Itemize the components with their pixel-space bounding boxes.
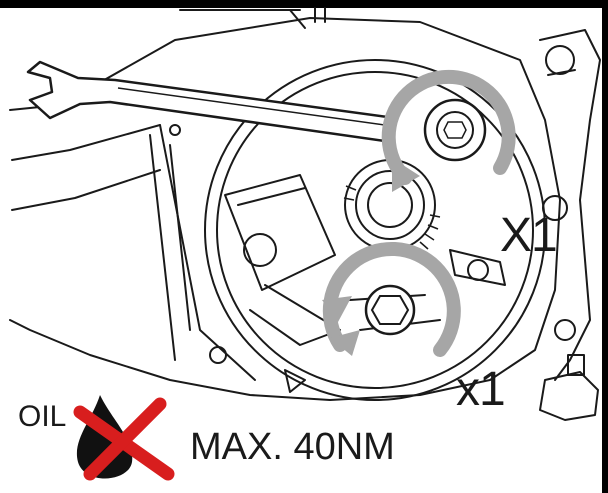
quantity-label-top: X1 [500,209,558,262]
oil-label: OIL [18,400,67,433]
red-cross-icon [73,397,175,481]
gear-teeth [343,185,441,250]
bolt [364,284,416,336]
torque-label: MAX. 40NM [190,426,395,468]
rotation-arrow-icon [322,242,461,357]
rotation-arrow-icon [381,69,516,192]
quantity-label-bottom: x1 [456,363,506,416]
wrench-icon [26,60,487,162]
housing-outline [9,7,601,421]
